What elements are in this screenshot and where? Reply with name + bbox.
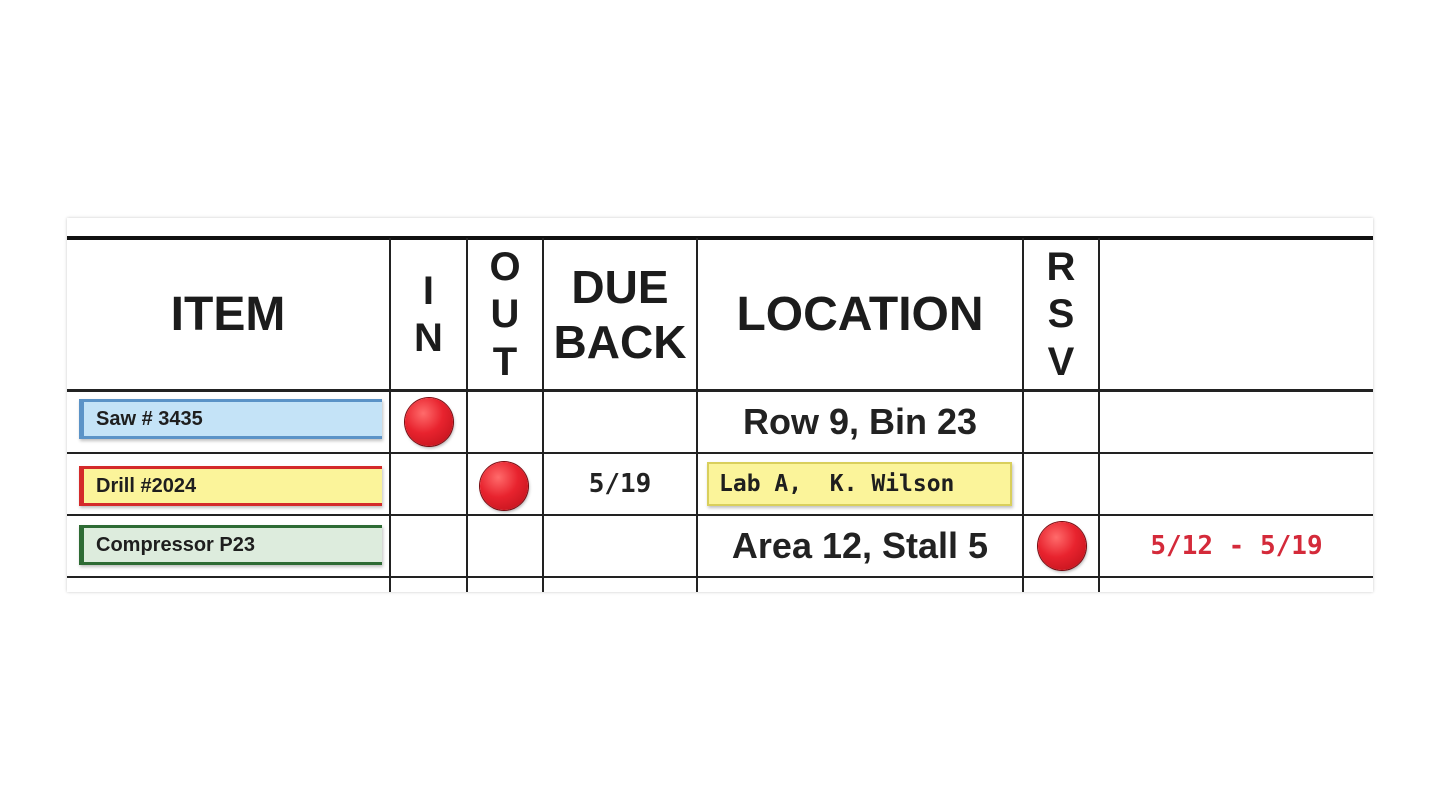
header-rsv-letter: S <box>1047 292 1075 337</box>
top-rule <box>67 236 1373 240</box>
column-divider <box>1022 238 1024 592</box>
due-back-date: 5/19 <box>588 469 652 499</box>
header-rsv-letter: R <box>1046 245 1076 290</box>
row-divider-2 <box>67 514 1373 516</box>
location-text: Row 9, Bin 23 <box>742 401 978 442</box>
column-divider <box>542 238 544 592</box>
header-in-letter: N <box>414 316 443 360</box>
reservation-dates: 5/12 - 5/19 <box>1150 531 1323 561</box>
header-out-letter: T <box>492 339 518 384</box>
tool-tracking-board: ITEM I N O U T DUE BACK LOCATION R S V S… <box>67 218 1373 592</box>
item-tag[interactable]: Saw # 3435 <box>79 399 382 439</box>
in-magnet[interactable] <box>405 398 453 446</box>
location-tag[interactable]: Lab A, K. Wilson <box>707 462 1012 506</box>
header-location: LOCATION <box>736 287 984 341</box>
header-divider <box>67 389 1373 392</box>
header-due-back: DUE BACK <box>544 240 696 390</box>
column-divider <box>466 238 468 592</box>
header-out-letter: U <box>490 292 520 337</box>
row-divider-1 <box>67 452 1373 454</box>
header-out-letter: O <box>489 245 521 290</box>
column-divider <box>389 238 391 592</box>
out-magnet[interactable] <box>480 462 528 510</box>
header-notes <box>1100 240 1373 390</box>
item-tag[interactable]: Drill #2024 <box>79 466 382 506</box>
column-divider <box>1098 238 1100 592</box>
row-divider-3 <box>67 576 1373 578</box>
header-rsv: R S V <box>1024 240 1098 390</box>
header-item: ITEM <box>170 287 286 341</box>
header-out: O U T <box>468 240 542 390</box>
rsv-magnet[interactable] <box>1038 522 1086 570</box>
header-rsv-letter: V <box>1047 339 1075 384</box>
header-due-line: BACK <box>553 316 687 368</box>
header-in-letter: I <box>422 268 435 313</box>
item-tag[interactable]: Compressor P23 <box>79 525 382 565</box>
column-divider <box>696 238 698 592</box>
header-in: I N <box>391 240 466 390</box>
header-due-line: DUE <box>571 260 669 313</box>
location-text: Area 12, Stall 5 <box>731 525 989 566</box>
